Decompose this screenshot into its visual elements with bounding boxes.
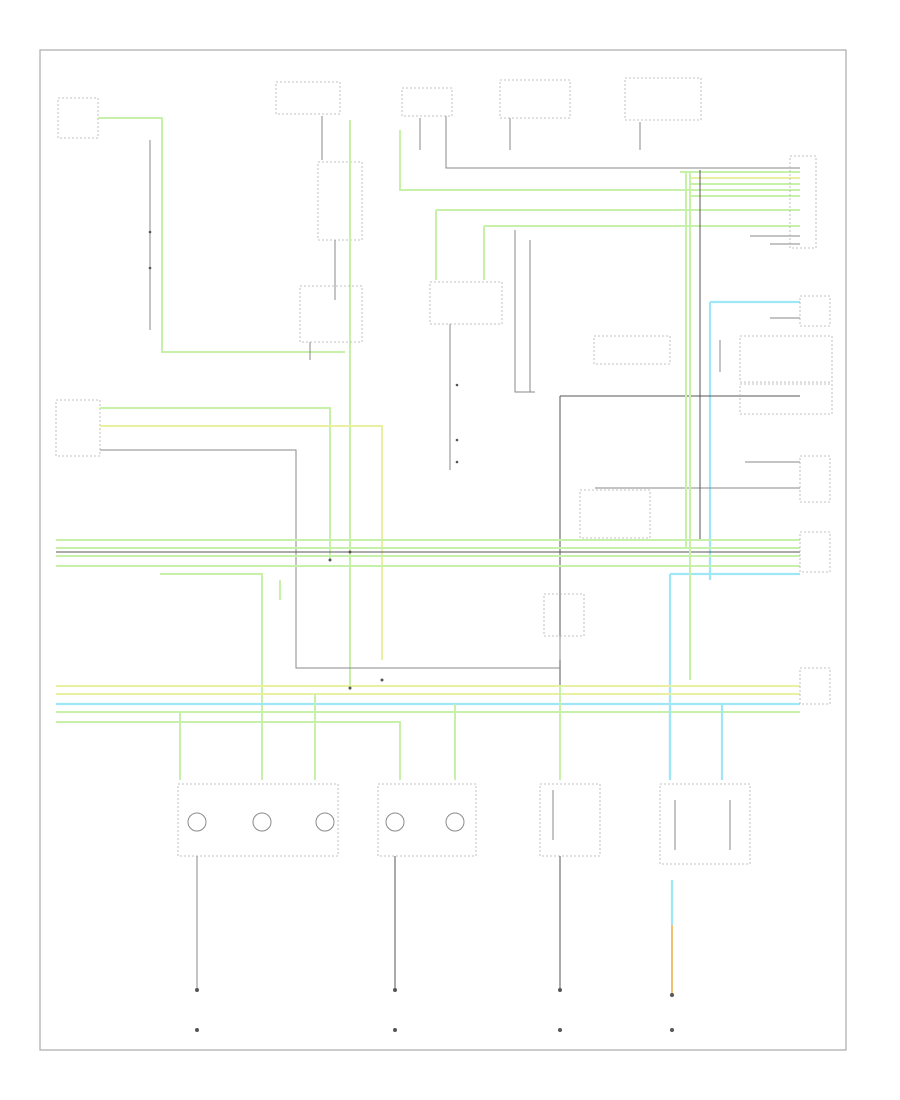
diagram-frame (39, 49, 847, 1051)
lamp-icon (315, 812, 335, 832)
lamp-group-1 (177, 783, 339, 990)
lamp-icon (385, 812, 405, 832)
top-connectors (275, 77, 800, 169)
bus-2 (56, 172, 831, 780)
center-switch (543, 489, 651, 660)
bus-1 (56, 531, 831, 780)
combination-switch (429, 230, 671, 470)
lamp-icon (445, 812, 465, 832)
right-components (559, 170, 833, 690)
switch-block (299, 120, 363, 690)
lamp-group-4 (659, 783, 751, 995)
ground-symbols (195, 988, 674, 1032)
upper-right-bundle (399, 130, 817, 280)
component-left (55, 399, 560, 669)
lamp-icon (252, 812, 272, 832)
lamp-group-3 (539, 783, 601, 990)
lamp-group-2 (377, 783, 477, 990)
lamp-icon (187, 812, 207, 832)
component-top-left (57, 97, 345, 353)
